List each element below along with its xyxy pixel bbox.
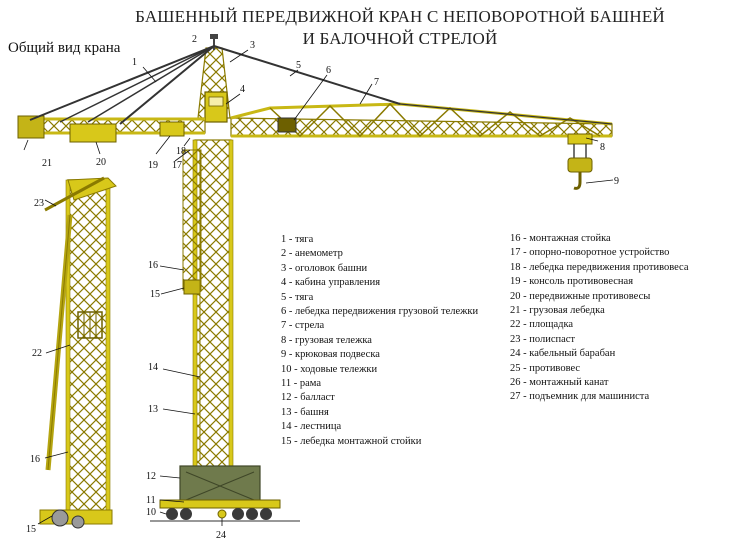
legend-item: 17 - опорно-поворотное устройство bbox=[510, 247, 670, 259]
mounting-stand-view bbox=[39, 176, 117, 529]
legend-item: 13 - башня bbox=[281, 406, 329, 418]
legend-item: 6 - лебедка передвижения грузовой тележк… bbox=[281, 306, 479, 318]
legend-item: 20 - передвижные противовесы bbox=[510, 290, 651, 302]
legend-item: 26 - монтажный канат bbox=[510, 377, 609, 389]
callout-14: 14 bbox=[148, 362, 158, 373]
legend-left-column: 1 - тяга 2 - анемометр 3 - оголовок башн… bbox=[281, 233, 478, 449]
view-caption: Общий вид крана bbox=[8, 40, 121, 56]
callout-2: 2 bbox=[192, 34, 197, 45]
callout-16-stand: 16 bbox=[30, 454, 40, 465]
callout-7: 7 bbox=[374, 77, 379, 88]
callout-20: 20 bbox=[96, 157, 106, 168]
diagram-title: БАШЕННЫЙ ПЕРЕДВИЖНОЙ КРАН С НЕПОВОРОТНОЙ… bbox=[120, 6, 680, 50]
callout-3: 3 bbox=[250, 40, 255, 51]
callout-19: 19 bbox=[148, 160, 158, 171]
callout-18: 18 bbox=[176, 146, 186, 157]
legend-item: 25 - противовес bbox=[510, 362, 581, 374]
callout-23: 23 bbox=[34, 198, 44, 209]
legend-item: 8 - грузовая тележка bbox=[281, 334, 372, 346]
legend-item: 1 - тяга bbox=[281, 234, 314, 245]
callout-9: 9 bbox=[614, 176, 619, 187]
callout-8: 8 bbox=[600, 142, 605, 153]
callout-10: 10 bbox=[146, 507, 156, 518]
callout-11: 11 bbox=[146, 495, 156, 506]
callout-15-main: 15 bbox=[150, 289, 160, 300]
legend-item: 9 - крюковая подвеска bbox=[281, 349, 380, 361]
legend-item: 4 - кабина управления bbox=[281, 277, 381, 289]
legend-item: 12 - балласт bbox=[281, 392, 335, 404]
legend-right-column: 16 - монтажная стойка 17 - опорно-поворо… bbox=[510, 232, 688, 405]
legend-item: 10 - ходовые тележки bbox=[281, 363, 378, 375]
callout-24: 24 bbox=[216, 530, 226, 541]
legend-item: 27 - подъемник для машиниста bbox=[510, 391, 650, 403]
callout-13: 13 bbox=[148, 404, 158, 415]
callouts bbox=[23, 49, 614, 526]
legend-item: 3 - оголовок башни bbox=[281, 262, 368, 274]
title-line-1: БАШЕННЫЙ ПЕРЕДВИЖНОЙ КРАН С НЕПОВОРОТНОЙ… bbox=[135, 7, 665, 26]
legend-item: 16 - монтажная стойка bbox=[510, 233, 611, 244]
legend-item: 19 - консоль противовесная bbox=[510, 276, 634, 288]
callout-16-main: 16 bbox=[148, 260, 158, 271]
legend-item: 24 - кабельный барабан bbox=[510, 348, 616, 360]
legend-item: 11 - рама bbox=[281, 378, 322, 390]
main-crane bbox=[17, 34, 613, 522]
legend-item: 5 - тяга bbox=[281, 291, 314, 303]
callout-5: 5 bbox=[296, 60, 301, 71]
legend-item: 21 - грузовая лебедка bbox=[510, 305, 605, 317]
callout-1: 1 bbox=[132, 57, 137, 68]
callout-22: 22 bbox=[32, 348, 42, 359]
legend-item: 7 - стрела bbox=[281, 320, 325, 332]
callout-6: 6 bbox=[326, 65, 331, 76]
title-line-2: И БАЛОЧНОЙ СТРЕЛОЙ bbox=[302, 29, 498, 48]
callout-4: 4 bbox=[240, 84, 245, 95]
callout-17: 17 bbox=[172, 160, 182, 171]
legend-item: 18 - лебедка передвижения противовеса bbox=[510, 261, 689, 273]
callout-21: 21 bbox=[42, 158, 52, 169]
callout-15-stand: 15 bbox=[26, 524, 36, 535]
legend-item: 15 - лебедка монтажной стойки bbox=[281, 435, 422, 447]
callout-labels: 1 2 3 4 5 6 7 8 9 10 11 12 13 14 15 15 1… bbox=[26, 34, 619, 541]
legend-item: 2 - анемометр bbox=[281, 248, 343, 260]
legend-item: 14 - лестница bbox=[281, 421, 342, 433]
legend-item: 23 - полиспаст bbox=[510, 333, 576, 345]
legend-item: 22 - площадка bbox=[510, 319, 574, 331]
callout-12: 12 bbox=[146, 471, 156, 482]
